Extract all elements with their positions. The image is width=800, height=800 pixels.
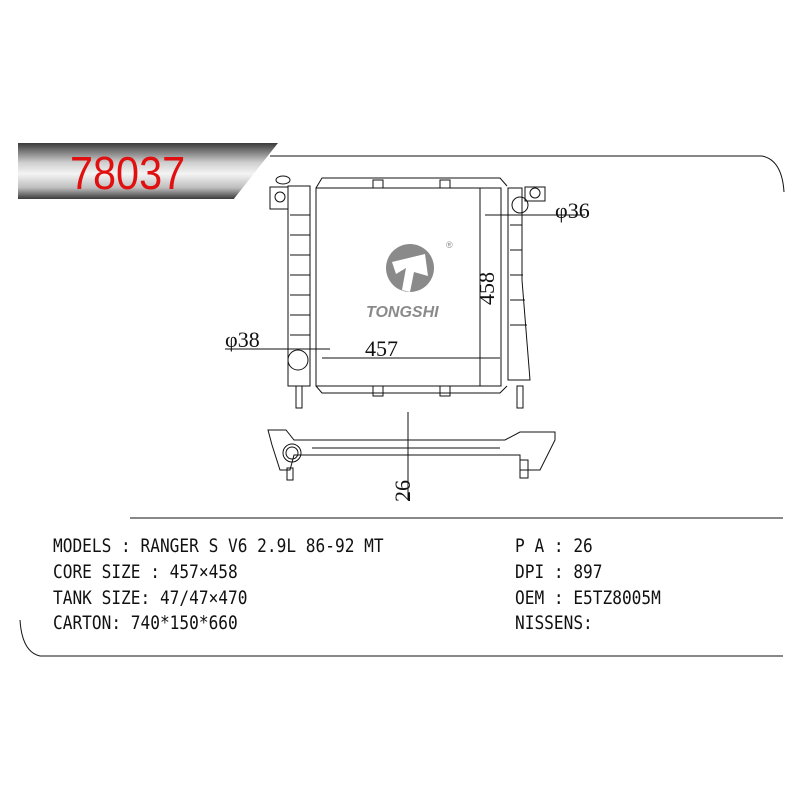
- right-tank: [507, 187, 531, 381]
- radiator-core: [315, 187, 502, 387]
- bottom-frame-line: [19, 619, 783, 657]
- side-view: [267, 429, 556, 471]
- height-dimension: 458: [474, 272, 499, 305]
- spec-carton: CARTON: 740*150*660: [53, 612, 238, 634]
- part-number-banner: [18, 143, 278, 199]
- spec-pa: P A : 26: [515, 535, 593, 557]
- spec-core-size: CORE SIZE : 457×458: [53, 561, 238, 583]
- spec-dpi: DPI : 897: [515, 561, 603, 583]
- svg-text:TONGSHI: TONGSHI: [366, 304, 439, 321]
- outlet-pipe: [287, 349, 309, 371]
- svg-text:®: ®: [446, 240, 453, 250]
- spec-oem: OEM : E5TZ8005M: [515, 587, 661, 609]
- spec-tank-size: TANK SIZE: 47/47×470: [53, 587, 248, 609]
- outlet-dimension: φ38: [225, 327, 260, 352]
- thickness-dimension: 26: [390, 480, 415, 502]
- inlet-dimension: φ36: [555, 198, 590, 223]
- tank-fins: [290, 214, 527, 336]
- width-dimension: 457: [365, 336, 398, 361]
- inlet-pipe: [511, 196, 529, 214]
- part-number: 78037: [70, 147, 186, 199]
- tongshi-logo: ® TONGSHI: [366, 240, 453, 321]
- spec-nissens: NISSENS:: [515, 612, 593, 634]
- top-frame-line: [270, 155, 785, 193]
- spec-models: MODELS : RANGER S V6 2.9L 86-92 MT: [53, 535, 384, 557]
